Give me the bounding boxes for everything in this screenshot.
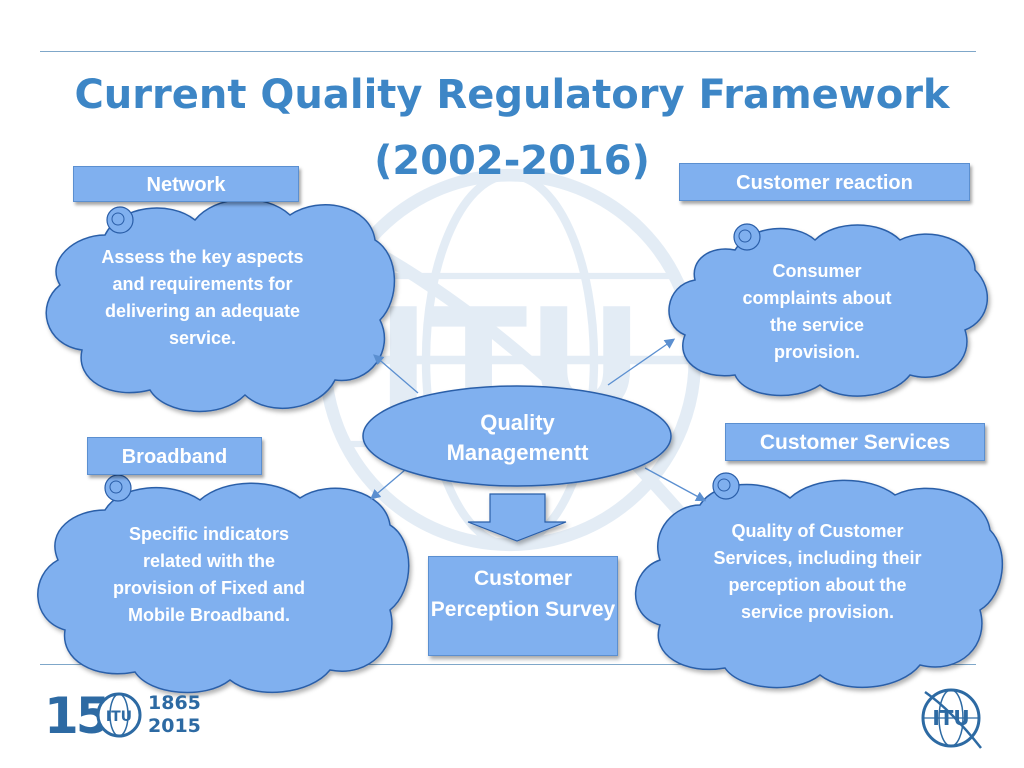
broadband-cloud xyxy=(37,482,410,694)
network-label: Network xyxy=(73,166,299,202)
itu-globe-icon: ITU xyxy=(96,692,142,738)
page-title: Current Quality Regulatory Framework xyxy=(74,72,950,118)
customer-reaction-cloud-text: Consumer complaints about the service pr… xyxy=(742,261,892,362)
bottom-rule xyxy=(40,664,976,665)
broadband-label: Broadband xyxy=(87,437,262,475)
network-cloud-bubble xyxy=(106,206,134,234)
quality-management-text: Quality Managementt xyxy=(446,410,589,465)
page-title-years: (2002-2016) xyxy=(374,138,650,184)
customer-reaction-label: Customer reaction xyxy=(679,163,970,201)
arrow-to-customer-services xyxy=(644,467,707,502)
customer-services-label: Customer Services xyxy=(725,423,985,461)
network-cloud-text: Assess the key aspects and requirements … xyxy=(101,247,304,348)
customer-services-cloud-bubble xyxy=(712,472,740,500)
itu-logo-text: ITU xyxy=(932,706,969,730)
top-rule xyxy=(40,51,976,52)
customer-services-cloud xyxy=(634,479,1003,689)
broadband-cloud-bubble xyxy=(104,474,132,502)
down-arrow-icon xyxy=(467,493,567,542)
year-end: 2015 xyxy=(148,715,201,737)
quality-management-ellipse xyxy=(362,385,672,487)
itu-logo-icon: ITU xyxy=(921,688,982,749)
arrow-to-broadband xyxy=(370,469,406,500)
customer-services-cloud-text: Quality of Customer Services, including … xyxy=(713,521,922,622)
arrow-to-network xyxy=(373,354,419,394)
year-start: 1865 xyxy=(148,692,201,714)
customer-reaction-cloud xyxy=(668,224,989,397)
broadband-cloud-text: Specific indicators related with the pro… xyxy=(112,524,305,625)
customer-reaction-cloud-bubble xyxy=(733,223,761,251)
svg-text:ITU: ITU xyxy=(106,709,132,725)
customer-perception-survey-box: Customer Perception Survey xyxy=(428,556,618,656)
arrow-to-customer-reaction xyxy=(607,338,676,386)
